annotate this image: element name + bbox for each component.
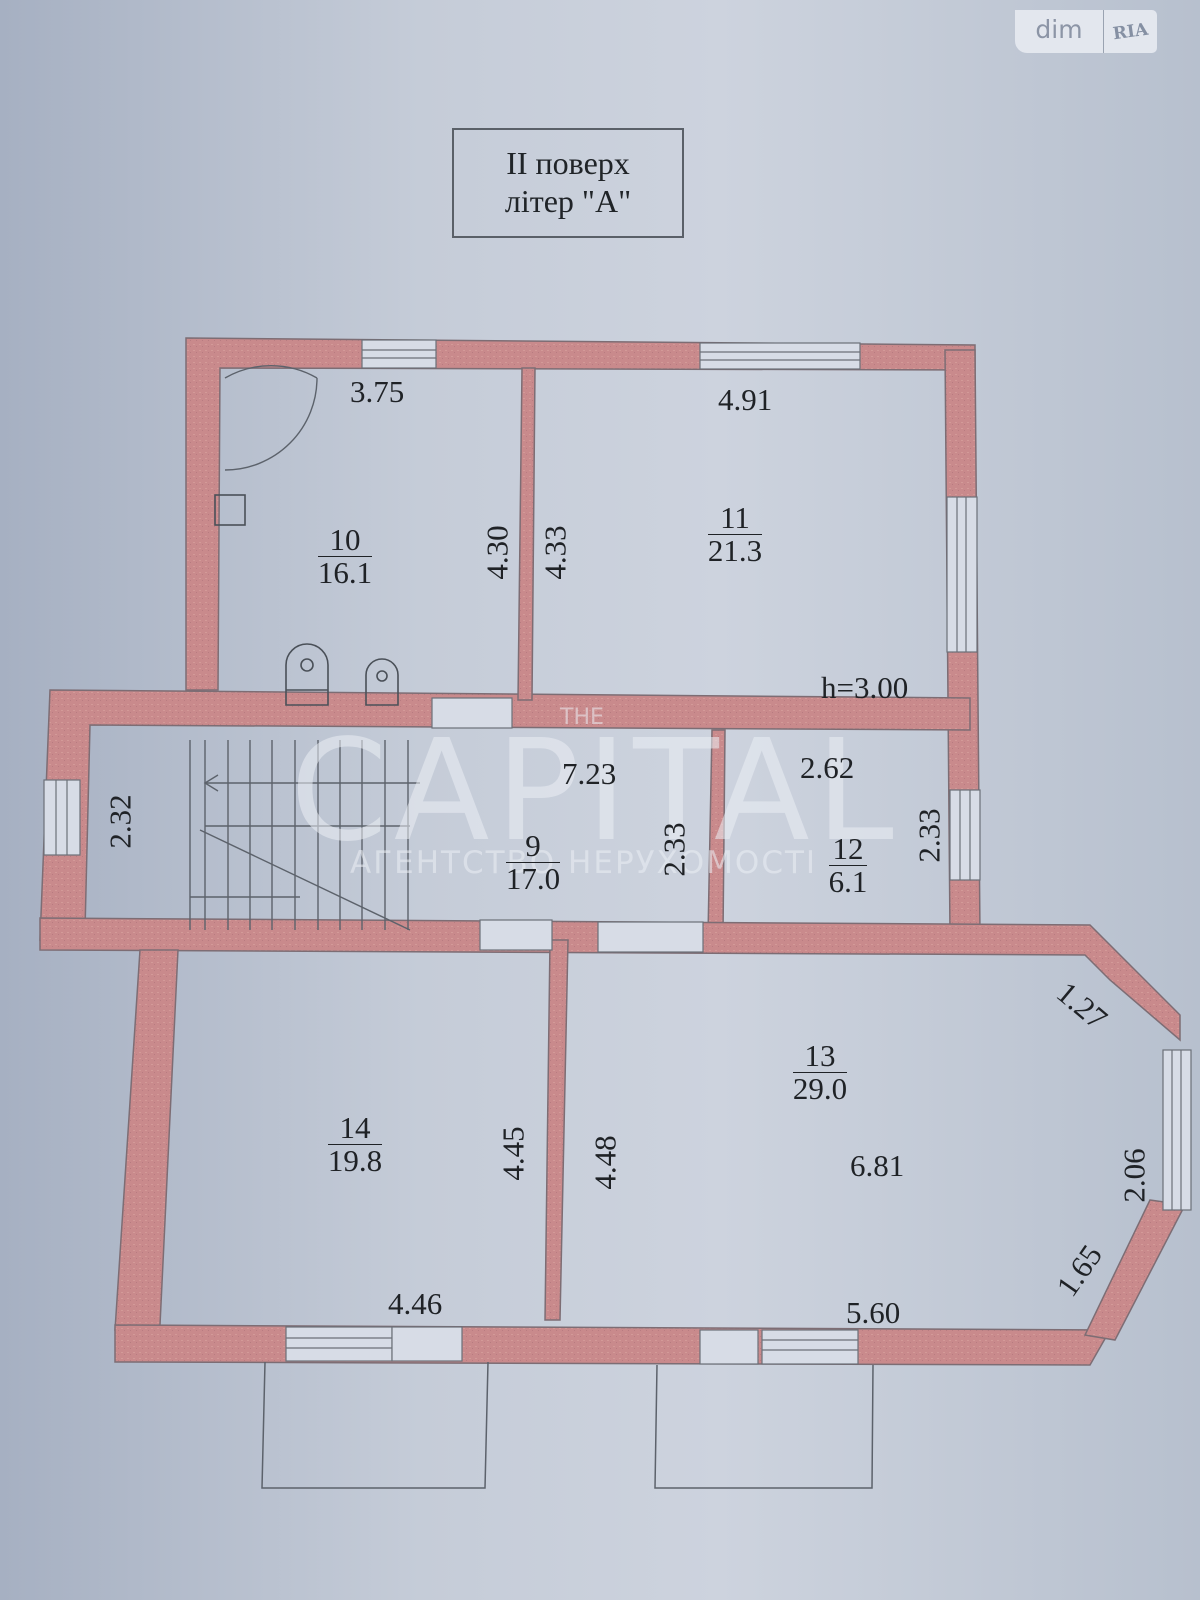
- room11-length: 4.33: [537, 525, 573, 580]
- room13-length: 6.81: [850, 1148, 905, 1183]
- room14-label: 14 19.8: [310, 1112, 400, 1177]
- room9-number: 9: [525, 828, 541, 863]
- floor-title-line2: літер "А": [504, 183, 632, 219]
- room9-area: 17.0: [505, 861, 561, 896]
- room13-bay-right: 2.06: [1116, 1148, 1152, 1203]
- room9-right-height: 2.33: [656, 822, 692, 877]
- room12-area: 6.1: [828, 864, 868, 899]
- room12-label: 12 6.1: [803, 833, 893, 898]
- room12-height: 2.33: [911, 808, 947, 863]
- room13-label: 13 29.0: [775, 1040, 865, 1105]
- dimria-logo[interactable]: dim RIA: [1015, 10, 1157, 53]
- room9-width: 7.23: [562, 756, 617, 791]
- room11-area: 21.3: [707, 533, 763, 568]
- room13-number: 13: [804, 1038, 836, 1073]
- room12-number: 12: [832, 831, 864, 866]
- room13-left-height: 4.48: [587, 1135, 623, 1190]
- watermark-subtitle: АГЕНТСТВО НЕРУХОМОСТІ: [350, 845, 818, 881]
- room14-area: 19.8: [327, 1143, 383, 1178]
- logo-dim-text: dim: [1015, 10, 1104, 53]
- room11-label: 11 21.3: [690, 502, 780, 567]
- room10-length: 4.30: [479, 525, 515, 580]
- room11-width: 4.91: [718, 382, 773, 417]
- room10-area: 16.1: [317, 555, 373, 590]
- floor-title-line1: II поверх: [506, 145, 630, 181]
- room12-width: 2.62: [800, 750, 855, 785]
- watermark-small: THE: [560, 705, 604, 730]
- room13-bottom-width: 5.60: [846, 1295, 901, 1330]
- room9-label: 9 17.0: [488, 830, 578, 895]
- room10-label: 10 16.1: [300, 524, 390, 589]
- room14-height: 4.45: [495, 1126, 531, 1181]
- room14-width: 4.46: [388, 1286, 443, 1321]
- ceiling-height: h=3.00: [821, 670, 909, 705]
- room10-width: 3.75: [350, 374, 405, 409]
- watermark-brand: CAPITAL: [290, 710, 900, 873]
- floor-title-box: II поверх літер "А": [452, 128, 684, 238]
- room13-area: 29.0: [792, 1071, 848, 1106]
- room14-number: 14: [339, 1110, 371, 1145]
- room10-number: 10: [329, 522, 361, 557]
- room11-number: 11: [720, 500, 750, 535]
- room9-left-height: 2.32: [102, 794, 138, 849]
